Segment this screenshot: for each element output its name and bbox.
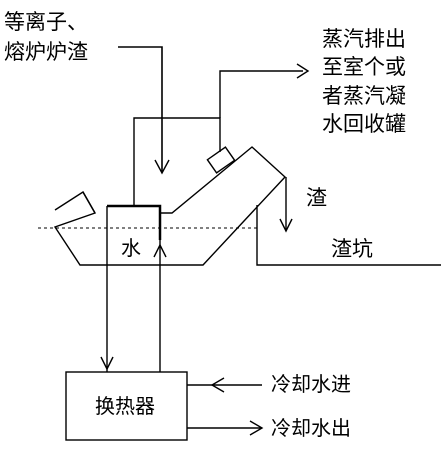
- slag-pit-wall: [256, 205, 441, 266]
- cooling-in-arrow: [210, 377, 225, 393]
- steam-port-box: [206, 146, 236, 174]
- plasma-arrow: [154, 159, 170, 175]
- plasma-input-line: [118, 46, 163, 172]
- steam-arrow: [296, 63, 310, 79]
- quench-tank: [53, 146, 286, 266]
- water-vessel: [107, 204, 162, 240]
- slag-label: 渣: [306, 186, 327, 210]
- plasma-slag-label: 等离子、 熔炉炉渣: [4, 10, 88, 65]
- tank-left-lip: [82, 191, 96, 214]
- slag-arrow: [279, 218, 293, 233]
- slag-pit-label: 渣坑: [331, 237, 373, 261]
- water-label: 水: [121, 236, 141, 260]
- pipe-down-arrow: [100, 356, 114, 371]
- steam-pipe: [133, 117, 221, 206]
- cooling-in-label: 冷却水进: [271, 372, 351, 396]
- cooling-out-label: 冷却水出: [271, 416, 351, 440]
- cooling-out-arrow: [249, 420, 264, 436]
- pipe-up-arrow: [153, 243, 167, 258]
- steam-outlet: [219, 70, 303, 118]
- steam-label: 蒸汽排出 至室个或 者蒸汽凝 水回收罐: [322, 27, 406, 136]
- heat-exchanger-box: [65, 371, 188, 441]
- heat-exchanger-label: 换热器: [95, 394, 155, 418]
